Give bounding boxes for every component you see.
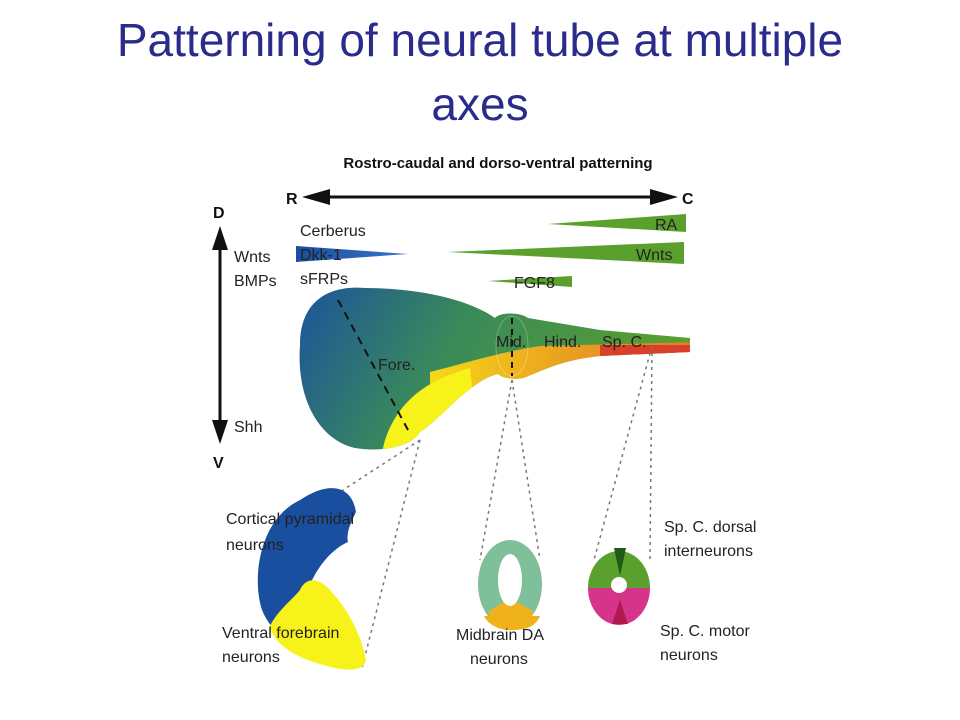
- dorsal-label: D: [213, 205, 225, 222]
- rostro-caudal-axis-arrow: [302, 189, 678, 205]
- caudal-label: C: [682, 191, 694, 208]
- region-mid-label: Mid.: [496, 334, 526, 351]
- region-fore-label: Fore.: [378, 357, 415, 374]
- slide-title: Patterning of neural tube at multiple ax…: [0, 8, 960, 136]
- fgf8-label: FGF8: [514, 275, 555, 292]
- projection-lines: [339, 345, 653, 669]
- ra-gradient: [548, 214, 686, 232]
- ventral-label: V: [213, 455, 224, 472]
- title-line-2: axes: [431, 78, 529, 130]
- cerberus-label: Cerberus: [300, 223, 366, 240]
- cortical-neurons-line1: Cortical pyramidal: [226, 511, 354, 528]
- sfrps-label: sFRPs: [300, 271, 348, 288]
- ventral-forebrain-neurons-line1: Ventral forebrain: [222, 625, 339, 642]
- diagram-heading: Rostro-caudal and dorso-ventral patterni…: [343, 155, 652, 172]
- dkk1-gradient: [296, 246, 408, 262]
- shh-label: Shh: [234, 419, 262, 436]
- rostral-label: R: [286, 191, 298, 208]
- ra-label: RA: [655, 217, 678, 234]
- midbrain-da-neurons-line2: neurons: [470, 651, 528, 668]
- region-hind-label: Hind.: [544, 334, 581, 351]
- sc-motor-neurons-line2: neurons: [660, 647, 718, 664]
- wnts-dorsal-label: Wnts: [234, 249, 270, 266]
- dkk1-label: Dkk-1: [300, 247, 342, 264]
- spinal-cord-section: [588, 548, 650, 625]
- sc-dorsal-interneurons-line1: Sp. C. dorsal: [664, 519, 756, 536]
- forebrain-section: [257, 488, 366, 670]
- sc-dorsal-interneurons-line2: interneurons: [664, 543, 753, 560]
- title-line-1: Patterning of neural tube at multiple: [116, 14, 844, 66]
- region-spinal-label: Sp. C.: [602, 334, 646, 351]
- cortical-neurons-line2: neurons: [226, 537, 284, 554]
- sc-motor-neurons-line1: Sp. C. motor: [660, 623, 750, 640]
- midbrain-da-neurons-line1: Midbrain DA: [456, 627, 544, 644]
- fgf8-gradient: [488, 276, 572, 287]
- wnts-caudal-label: Wnts: [636, 247, 672, 264]
- neural-tube-shape: [299, 287, 690, 450]
- wnts-caudal-gradient: [448, 242, 684, 264]
- dorso-ventral-axis-arrow: [212, 226, 228, 444]
- ventral-forebrain-neurons-line2: neurons: [222, 649, 280, 666]
- midbrain-section: [478, 540, 542, 630]
- bmps-label: BMPs: [234, 273, 277, 290]
